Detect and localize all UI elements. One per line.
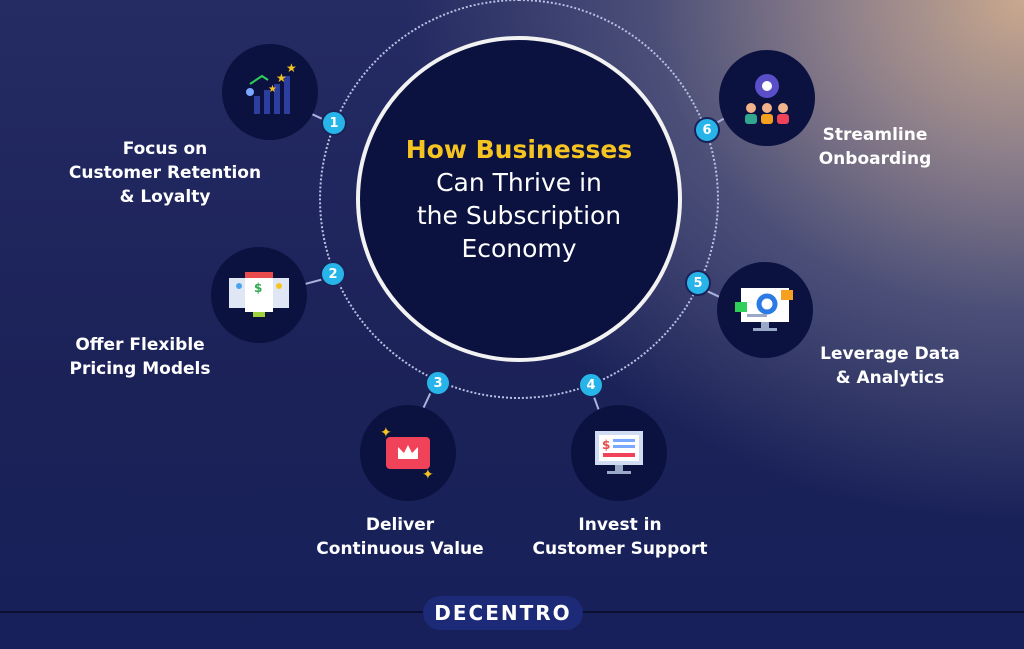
step-5-icon-circle bbox=[717, 262, 813, 358]
label-line: Pricing Models bbox=[69, 359, 211, 379]
label-line: Deliver bbox=[365, 515, 435, 535]
title-line: Economy bbox=[461, 234, 577, 263]
step-6-label: Streamline Onboarding bbox=[800, 123, 950, 171]
monitor-invoice-icon: $ bbox=[595, 431, 643, 474]
growth-chart-stars-icon: ★★★ bbox=[246, 62, 297, 114]
step-2-badge: 2 bbox=[320, 261, 346, 287]
label-line: Offer Flexible bbox=[75, 335, 205, 355]
step-3-icon-circle: ✦✦ bbox=[360, 405, 456, 501]
step-2-label: Offer Flexible Pricing Models bbox=[40, 333, 240, 381]
crown-ticket-icon: ✦✦ bbox=[380, 425, 434, 483]
step-6-icon-circle bbox=[719, 50, 815, 146]
step-6-badge: 6 bbox=[694, 117, 720, 143]
step-3-label: Deliver Continuous Value bbox=[295, 513, 505, 561]
svg-text:$: $ bbox=[254, 281, 262, 295]
label-line: Onboarding bbox=[818, 149, 932, 169]
step-1-label: Focus on Customer Retention & Loyalty bbox=[50, 137, 280, 209]
step-5-badge: 5 bbox=[685, 270, 711, 296]
label-line: Invest in bbox=[578, 515, 662, 535]
step-3-badge: 3 bbox=[425, 370, 451, 396]
step-4-icon-circle: $ bbox=[571, 405, 667, 501]
label-line: Continuous Value bbox=[316, 539, 484, 559]
svg-text:★: ★ bbox=[286, 62, 297, 75]
label-line: & Analytics bbox=[835, 368, 945, 388]
pricing-cards-icon: $ bbox=[229, 272, 289, 317]
label-line: Leverage Data bbox=[820, 344, 960, 364]
label-line: Focus on bbox=[122, 139, 208, 159]
title-highlight: How Businesses bbox=[405, 135, 633, 164]
label-line: & Loyalty bbox=[119, 187, 211, 207]
dotted-ring bbox=[319, 0, 719, 399]
label-line: Streamline bbox=[822, 125, 928, 145]
step-1-badge: 1 bbox=[321, 110, 347, 136]
step-4-label: Invest in Customer Support bbox=[510, 513, 730, 561]
svg-text:✦: ✦ bbox=[380, 425, 392, 441]
svg-text:$: $ bbox=[602, 438, 610, 452]
label-line: Customer Support bbox=[532, 539, 708, 559]
step-4-badge: 4 bbox=[578, 372, 604, 398]
svg-text:★: ★ bbox=[268, 84, 277, 95]
analytics-dashboard-icon bbox=[735, 288, 793, 331]
brand-logo: DECENTRO bbox=[423, 596, 583, 630]
svg-text:✦: ✦ bbox=[422, 467, 434, 483]
step-2-icon-circle: $ bbox=[211, 247, 307, 343]
gear-team-icon bbox=[745, 74, 789, 124]
title-line: Can Thrive in bbox=[436, 168, 602, 197]
svg-text:★: ★ bbox=[276, 71, 287, 85]
step-1-icon-circle: ★★★ bbox=[222, 44, 318, 140]
step-5-label: Leverage Data & Analytics bbox=[800, 342, 980, 390]
label-line: Customer Retention bbox=[68, 163, 262, 183]
center-title-circle: How Businesses Can Thrive in the Subscri… bbox=[356, 36, 682, 362]
title-line: the Subscription bbox=[416, 201, 622, 230]
